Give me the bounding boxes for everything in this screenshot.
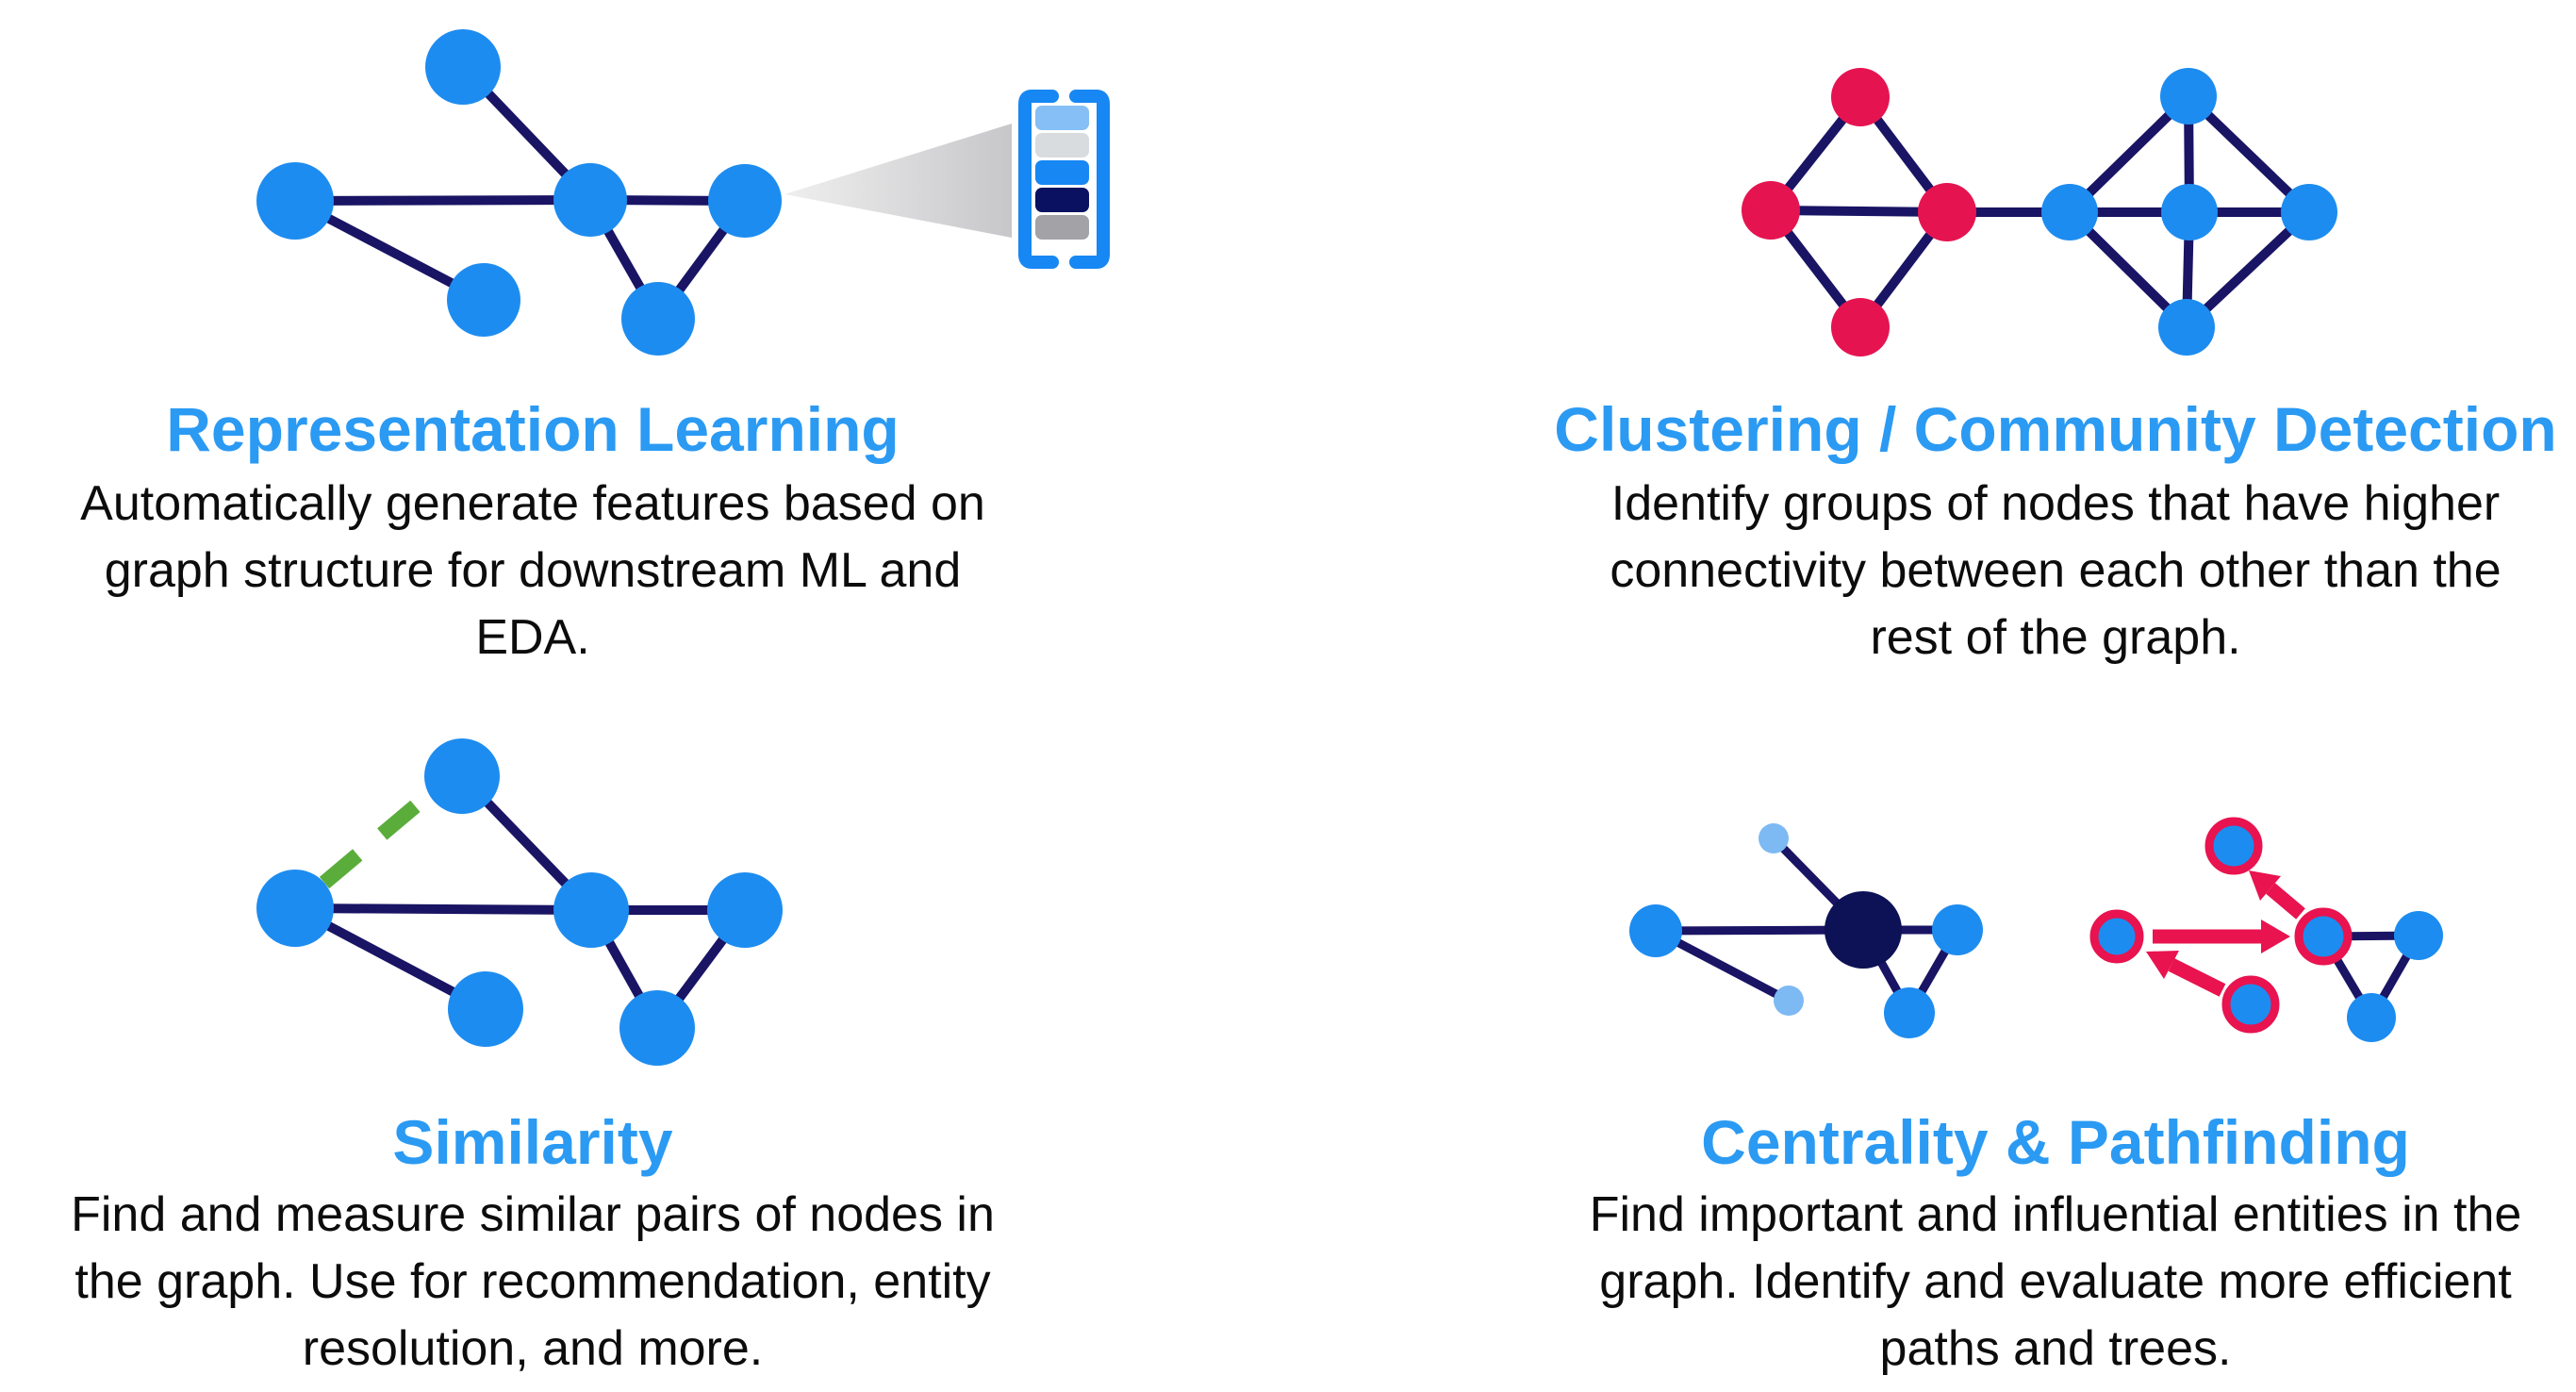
description-line: Identify groups of nodes that have highe… <box>1610 476 2501 531</box>
description-line: connectivity between each other than the <box>1610 543 2502 598</box>
graph-node <box>2281 184 2337 240</box>
centrality-pathfinding-title: Centrality & Pathfinding <box>1701 1107 2410 1177</box>
graph-node <box>1932 904 1983 955</box>
graph-node <box>707 872 783 948</box>
graph-node-red <box>1918 183 1976 241</box>
graph-node <box>553 163 627 237</box>
low-centrality-node <box>1759 823 1789 853</box>
high-centrality-hub-node <box>1825 891 1902 969</box>
graph-node <box>553 872 629 948</box>
graph-node <box>2160 68 2217 124</box>
graph-edge <box>294 903 592 915</box>
description-line: Automatically generate features based on <box>80 476 985 531</box>
clustering-communities-graph <box>1742 68 2337 356</box>
pathfinding-graph <box>2089 817 2443 1042</box>
graph-node <box>256 162 334 240</box>
graph-node <box>1884 987 1935 1038</box>
graph-edge <box>294 195 591 206</box>
graph-node <box>1629 904 1682 957</box>
clustering-title: Clustering / Community Detection <box>1554 394 2557 464</box>
vector-cell-navy <box>1035 188 1089 212</box>
projection-beam-icon <box>784 124 1012 238</box>
description-line: Find and measure similar pairs of nodes … <box>71 1187 995 1242</box>
graph-node <box>619 990 695 1066</box>
graph-node-red <box>1742 181 1800 240</box>
vector-cell-gray <box>1035 215 1089 240</box>
graph-node <box>425 29 501 105</box>
left-bracket-icon <box>1018 90 1059 269</box>
centrality-hub-graph <box>1629 823 1983 1038</box>
description-line: EDA. <box>475 610 590 665</box>
path-arrowhead-icon <box>2261 920 2290 953</box>
low-centrality-node <box>1774 986 1804 1016</box>
graph-edges <box>292 63 750 322</box>
similarity-description: Find and measure similar pairs of nodes … <box>0 1182 1065 1383</box>
description-line: rest of the graph. <box>1870 610 2241 665</box>
graph-node <box>256 870 334 947</box>
vector-cell-light-blue <box>1035 106 1089 130</box>
path-nodes <box>2089 817 2353 1034</box>
path-arrow-shaft <box>2168 958 2226 997</box>
graph-nodes <box>256 29 782 356</box>
blue-community-nodes <box>2041 68 2337 356</box>
path-node-highlighted <box>2221 975 2280 1034</box>
graph-node <box>447 263 520 337</box>
description-line: graph structure for downstream ML and <box>104 543 962 598</box>
representation-learning-description: Automatically generate features based on… <box>0 471 1065 671</box>
graph-node <box>621 282 695 356</box>
centrality-pathfinding-description: Find important and influential entities … <box>1490 1182 2576 1383</box>
vector-cell-blue <box>1035 160 1089 185</box>
graph-node <box>2158 299 2215 356</box>
description-line: Find important and influential entities … <box>1589 1187 2522 1242</box>
graph-node <box>2041 184 2098 240</box>
description-line: the graph. Use for recommendation, entit… <box>74 1254 991 1309</box>
clustering-description: Identify groups of nodes that have highe… <box>1490 471 2576 671</box>
representation-learning-title: Representation Learning <box>166 394 900 464</box>
path-node-highlighted <box>2204 817 2263 875</box>
graph-node <box>2394 911 2443 960</box>
description-line: graph. Identify and evaluate more effici… <box>1599 1254 2512 1309</box>
graph-nodes <box>256 738 783 1066</box>
similar-pair-dashed-edge-icon <box>319 776 449 889</box>
representation-learning-graph <box>256 29 1110 356</box>
path-arrow-shaft <box>2266 883 2305 920</box>
graph-edges <box>1767 92 2313 331</box>
graph-node-red <box>1831 68 1890 126</box>
graph-node <box>2347 993 2396 1042</box>
description-line: resolution, and more. <box>302 1321 764 1376</box>
right-bracket-icon <box>1069 90 1110 269</box>
graph-edges <box>1653 835 1961 1016</box>
graph-edge <box>1770 206 1948 217</box>
embedding-vector-icon <box>1018 90 1110 269</box>
graph-node <box>708 164 782 238</box>
similarity-title: Similarity <box>392 1107 673 1177</box>
graph-node <box>2161 184 2218 240</box>
description-line: paths and trees. <box>1879 1321 2232 1376</box>
vector-cell-light-gray <box>1035 133 1089 157</box>
graph-node <box>448 971 523 1047</box>
graph-node <box>424 738 500 814</box>
graph-edges <box>292 772 750 1031</box>
path-node-highlighted <box>2294 907 2353 966</box>
path-arrows <box>2146 870 2305 997</box>
similarity-graph <box>256 738 783 1066</box>
graph-node-red <box>1831 298 1890 356</box>
path-arrowhead-icon <box>2249 870 2281 901</box>
path-node-highlighted <box>2089 909 2144 964</box>
red-community-nodes <box>1742 68 1976 356</box>
path-arrowhead-icon <box>2146 951 2179 979</box>
